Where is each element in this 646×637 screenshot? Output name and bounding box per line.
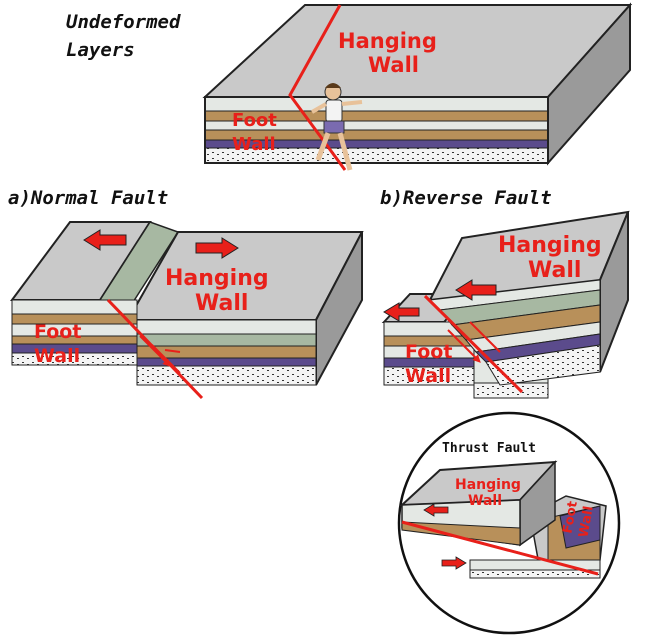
normal-fault-foot-wall-label-line1: Foot xyxy=(34,321,81,343)
normal-fault-caption: a)Normal Fault xyxy=(8,187,168,209)
normal-fault-hanging-wall-label-line1: Hanging xyxy=(165,266,269,291)
reverse-fault-block: b)Reverse Fault Hanging Wall xyxy=(380,187,628,398)
normal-fault-block: a)Normal Fault H xyxy=(8,187,362,398)
undeformed-caption-line2: Layers xyxy=(66,39,135,61)
undeformed-foot-wall-label-line2: Wall xyxy=(232,134,276,155)
undeformed-block: Undeformed Layers Hanging Wall Foot Wall xyxy=(66,5,630,170)
undeformed-caption-line1: Undeformed xyxy=(66,11,181,33)
reverse-fault-hanging-wall-label-line2: Wall xyxy=(528,258,581,283)
undeformed-hanging-wall-label-line1: Hanging xyxy=(338,29,437,53)
reverse-fault-hanging-wall-label-line1: Hanging xyxy=(498,233,602,258)
undeformed-hanging-wall-label-line2: Wall xyxy=(368,53,419,77)
reverse-fault-foot-wall-label-line2: Wall xyxy=(405,365,451,387)
reverse-fault-caption: b)Reverse Fault xyxy=(380,187,552,209)
thrust-fault-hanging-wall-label-line1: Hanging xyxy=(455,477,521,493)
thrust-fault-hanging-wall-label-line2: Wall xyxy=(468,493,502,509)
undeformed-foot-wall-label-line1: Foot xyxy=(232,110,277,131)
thrust-fault-title: Thrust Fault xyxy=(442,441,536,456)
normal-fault-foot-wall-label-line2: Wall xyxy=(34,345,80,367)
normal-fault-hanging-wall-label-line2: Wall xyxy=(195,291,248,316)
thrust-fault-inset: Thrust Fault Hanging Wall Foot Wall xyxy=(399,413,619,633)
reverse-fault-foot-wall-label-line1: Foot xyxy=(405,341,452,363)
